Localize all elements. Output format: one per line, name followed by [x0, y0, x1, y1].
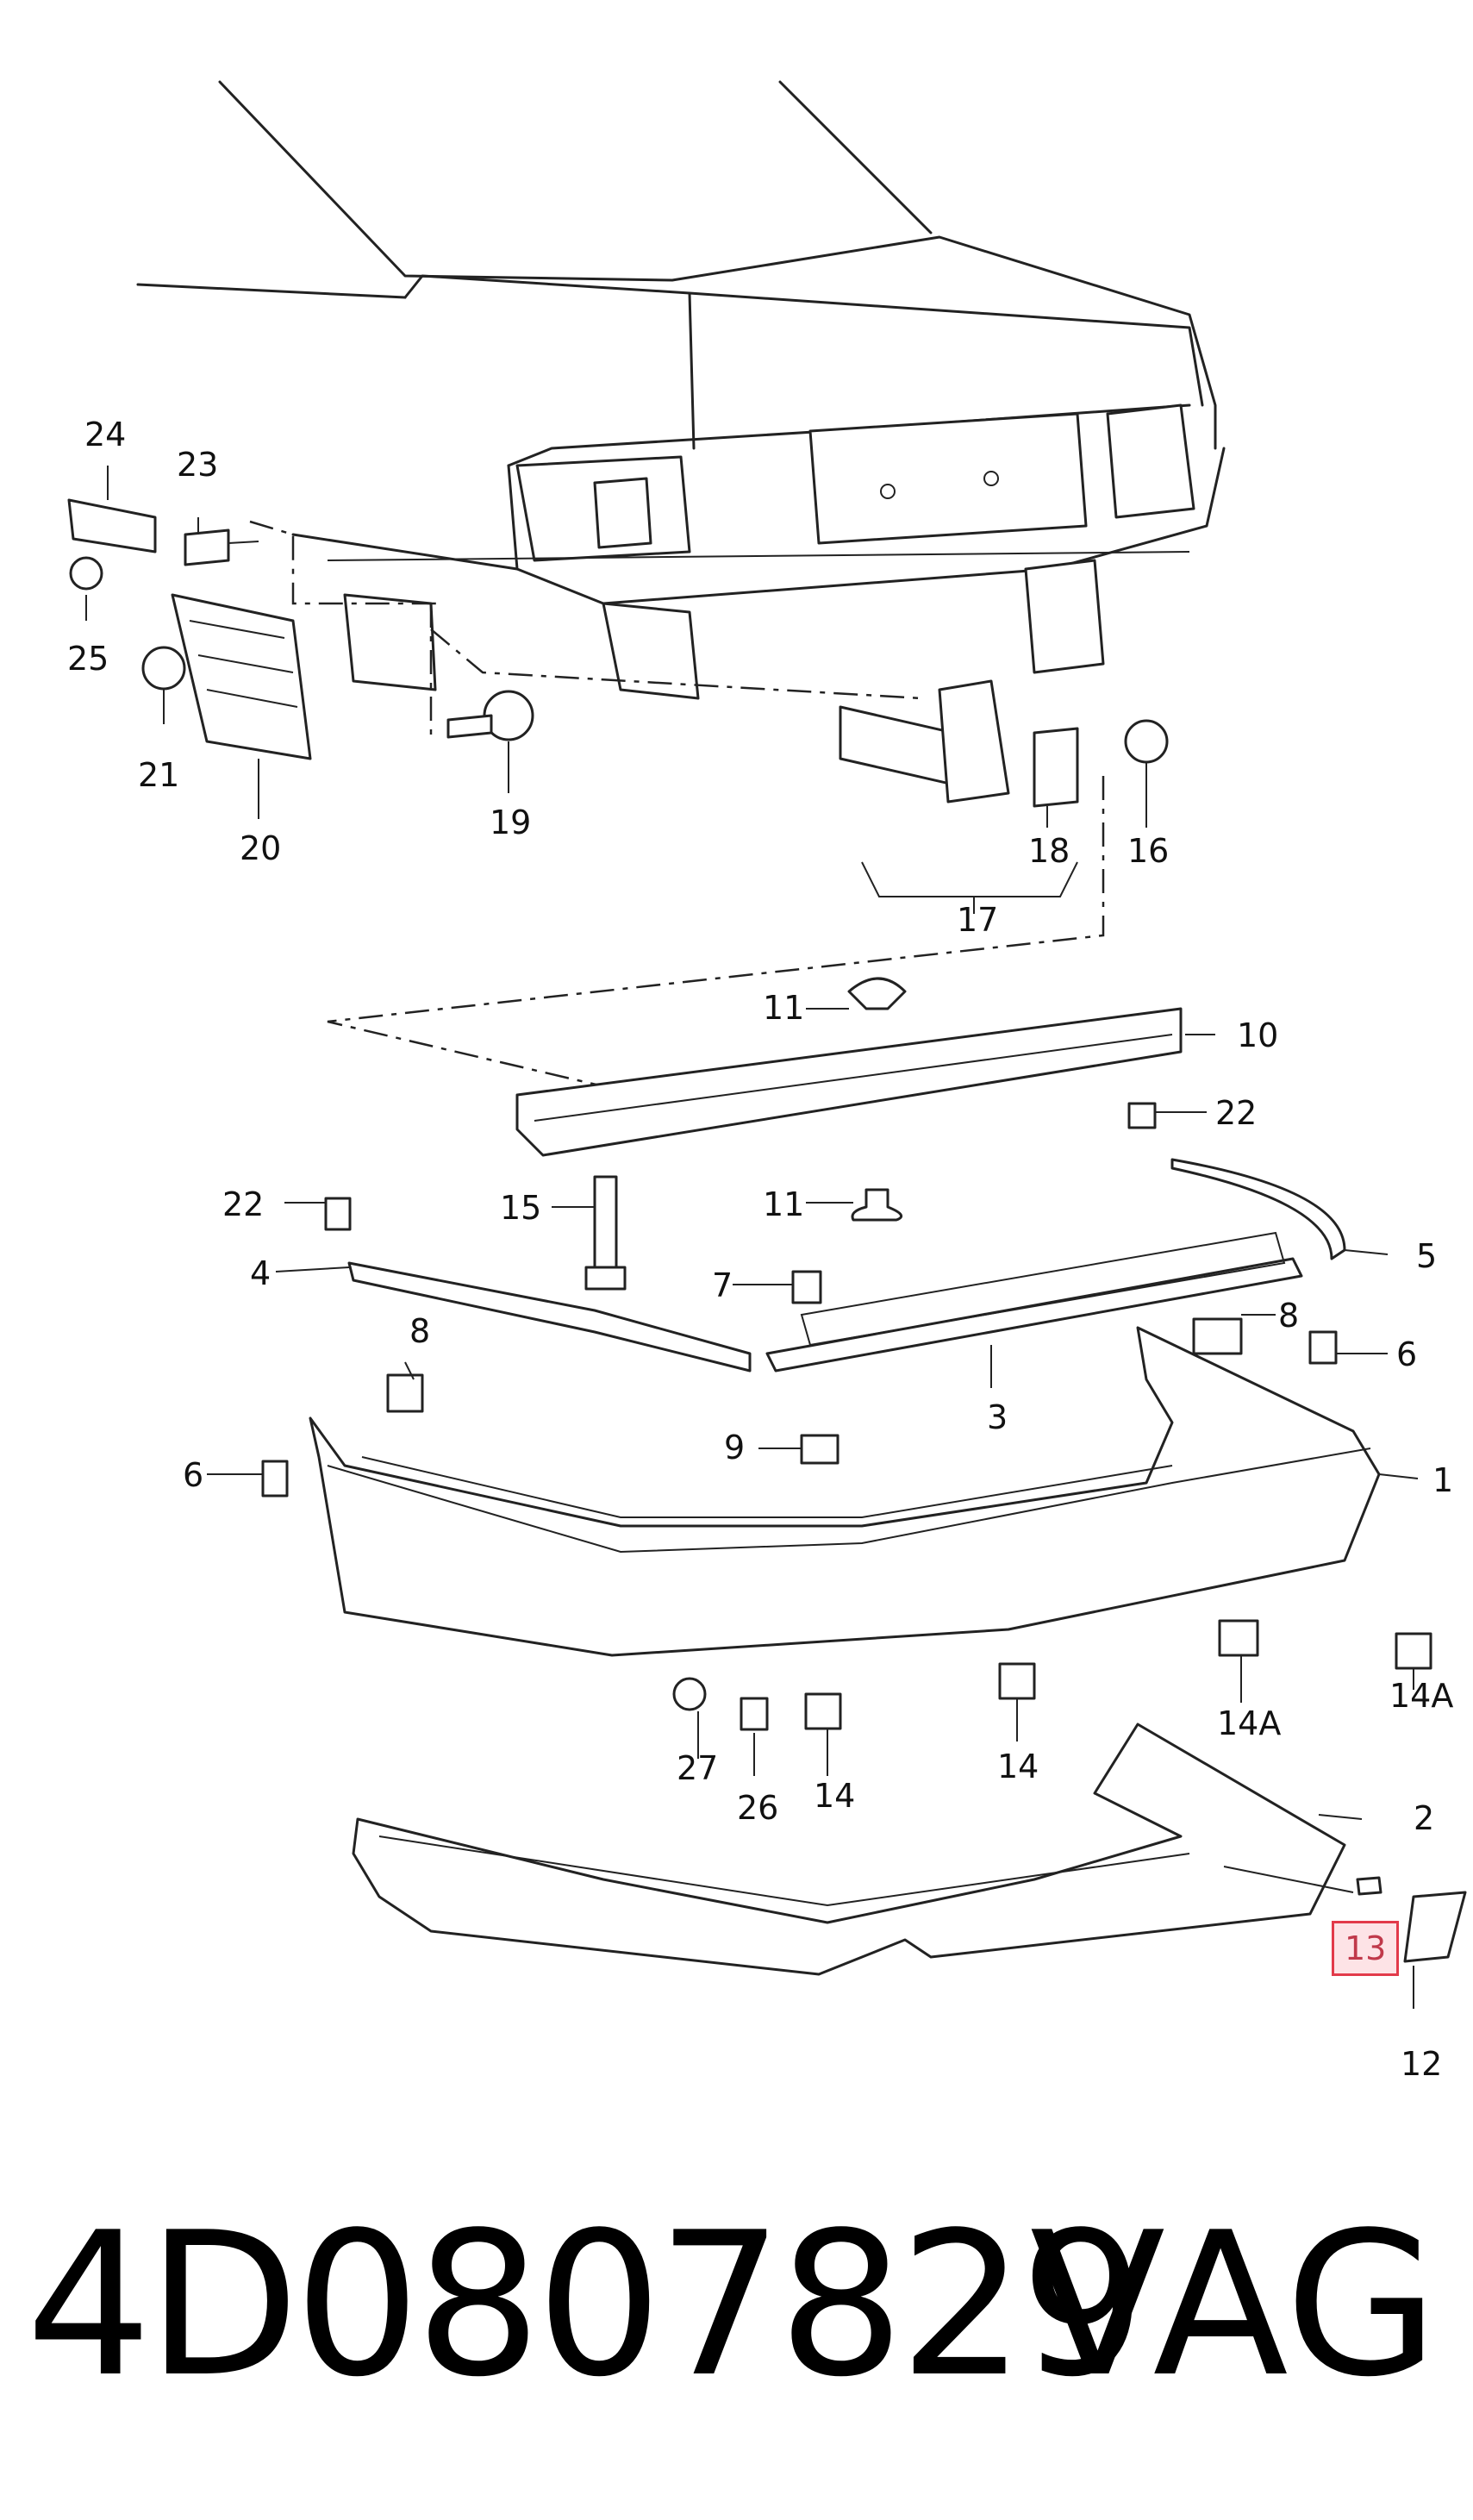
callout-9: 9: [724, 1429, 746, 1466]
bumper-bracket-10: [515, 977, 1183, 1222]
callout-8-right: 8: [1278, 1297, 1300, 1335]
callout-6-left: 6: [183, 1456, 204, 1494]
callout-2: 2: [1414, 1799, 1435, 1837]
callout-14A-middle: 14A: [1217, 1704, 1282, 1742]
callout-20: 20: [240, 829, 282, 867]
callout-19: 19: [490, 804, 532, 841]
callout-26: 26: [737, 1789, 779, 1827]
callout-17: 17: [957, 901, 999, 939]
bolt-15: [584, 1175, 627, 1291]
callout-14-right: 14: [997, 1748, 1039, 1785]
callout-6-right: 6: [1396, 1335, 1418, 1373]
bracket-assembly: [67, 498, 312, 760]
callout-13-highlighted[interactable]: 13: [1332, 1921, 1400, 1976]
callout-22-right: 22: [1215, 1094, 1258, 1132]
callout-1: 1: [1432, 1461, 1454, 1499]
callout-11-bottom: 11: [763, 1185, 805, 1223]
callout-25: 25: [67, 640, 109, 678]
callout-12: 12: [1401, 2045, 1443, 2083]
callout-14-left: 14: [814, 1777, 856, 1815]
callout-3: 3: [987, 1398, 1008, 1436]
callout-21: 21: [138, 756, 180, 794]
lower-spoiler-2: [352, 1723, 1346, 1976]
clips: [261, 1102, 1467, 1963]
bumper-cover-1: [309, 1326, 1381, 1657]
assembly-lines: [249, 520, 1105, 1088]
callout-8-left: 8: [409, 1312, 431, 1350]
callout-23: 23: [177, 446, 219, 484]
callout-16: 16: [1127, 832, 1170, 870]
trim-strips: [347, 1158, 1346, 1373]
leader-lines: [85, 466, 1419, 2009]
callout-14A-right: 14A: [1389, 1677, 1454, 1715]
callout-7: 7: [712, 1266, 733, 1304]
bolt-19: [446, 690, 534, 741]
callout-5: 5: [1416, 1237, 1438, 1275]
callout-4: 4: [250, 1254, 272, 1292]
callout-22-left: 22: [222, 1185, 265, 1223]
brand-name: VAG: [1029, 2191, 1439, 2421]
part-number: 4D0807829: [26, 2191, 1146, 2421]
callout-24: 24: [84, 416, 127, 453]
car-body: [136, 80, 1226, 700]
callout-18: 18: [1028, 832, 1070, 870]
callout-11-top: 11: [763, 989, 805, 1027]
callout-10: 10: [1237, 1016, 1279, 1054]
callout-15: 15: [500, 1189, 542, 1227]
callout-27: 27: [677, 1749, 719, 1787]
exploded-parts-diagram: [67, 80, 1467, 2009]
impact-absorber: [839, 679, 1169, 808]
